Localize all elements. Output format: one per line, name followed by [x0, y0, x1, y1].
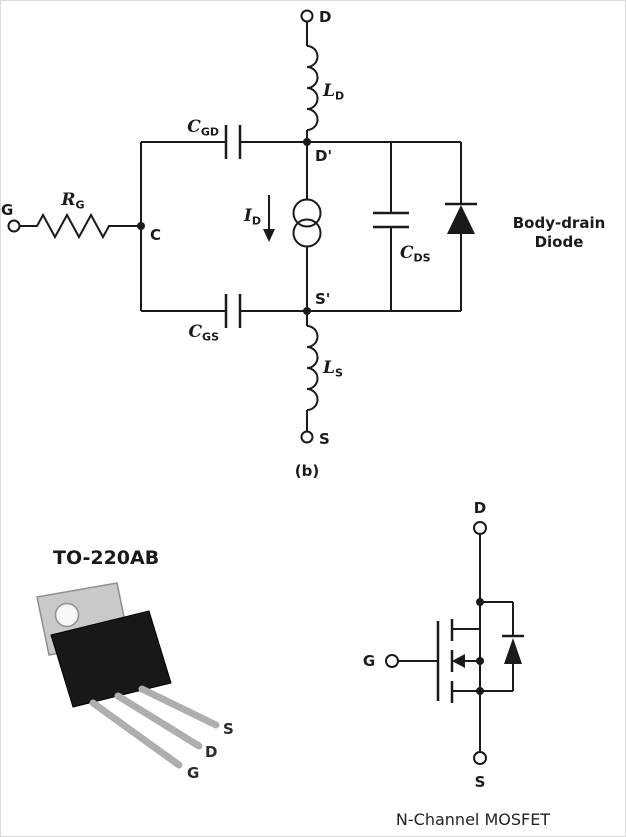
terminal-drain [300, 9, 314, 23]
mosfet-body-arrow-icon [452, 654, 465, 668]
body-diode-icon [447, 205, 475, 234]
resistor-rg-label: RG [60, 190, 84, 212]
mosfet-source-terminal [473, 751, 487, 765]
package-pin-gate-label: G [187, 764, 199, 782]
mosfet-gate-terminal [385, 654, 399, 668]
package-mounting-hole [54, 602, 80, 628]
current-source-icon-top [292, 198, 322, 228]
package-plastic-body [50, 610, 172, 708]
current-id-label: ID [243, 206, 261, 228]
capacitor-cgs-label: CGS [189, 322, 220, 344]
node-d-prime-label: D' [315, 147, 332, 165]
equivalent-circuit-diagram: D LD D' CGD G RG C CGS [1, 8, 605, 480]
mosfet-source-label: S [475, 773, 486, 791]
package-lead-drain [114, 692, 203, 750]
current-id-arrowhead [263, 229, 275, 242]
inductor-ld-label: LD [322, 81, 344, 103]
node-s-prime [303, 307, 311, 315]
body-diode-label-line2: Diode [535, 233, 584, 251]
mosfet-diode-icon [504, 638, 522, 664]
inductor-ls-label: LS [322, 358, 343, 380]
package-lead-source [138, 685, 220, 729]
terminal-gate [7, 219, 21, 233]
inductor-ls-icon [306, 325, 319, 411]
mosfet-drain-terminal [473, 521, 487, 535]
node-c [137, 222, 145, 230]
mosfet-drain-label: D [474, 499, 486, 517]
capacitor-cgd-label: CGD [187, 117, 219, 139]
node-c-label: C [150, 226, 161, 244]
current-source-icon-bottom [292, 218, 322, 248]
package-pin-source-label: S [223, 720, 234, 738]
body-diode-label-line1: Body-drain [513, 214, 606, 232]
to220-package-illustration: TO-220AB S D G [36, 547, 234, 782]
package-title: TO-220AB [53, 547, 159, 569]
figure-caption-b: (b) [295, 462, 319, 480]
terminal-gate-label: G [1, 201, 13, 219]
terminal-source-label: S [319, 430, 330, 448]
nchannel-mosfet-symbol: D G S N-Channel MOSFET [363, 499, 550, 829]
terminal-drain-label: D [319, 8, 331, 26]
mosfet-caption: N-Channel MOSFET [396, 810, 550, 829]
mosfet-gate-label: G [363, 652, 375, 670]
inductor-ld-icon [306, 45, 319, 131]
node-s-prime-label: S' [315, 290, 330, 308]
package-lead-gate [89, 699, 183, 769]
resistor-rg-icon [19, 212, 141, 240]
capacitor-cds-label: CDS [400, 243, 431, 265]
mosfet-node-middle [476, 657, 484, 665]
package-pin-drain-label: D [205, 743, 217, 761]
terminal-source [300, 430, 314, 444]
